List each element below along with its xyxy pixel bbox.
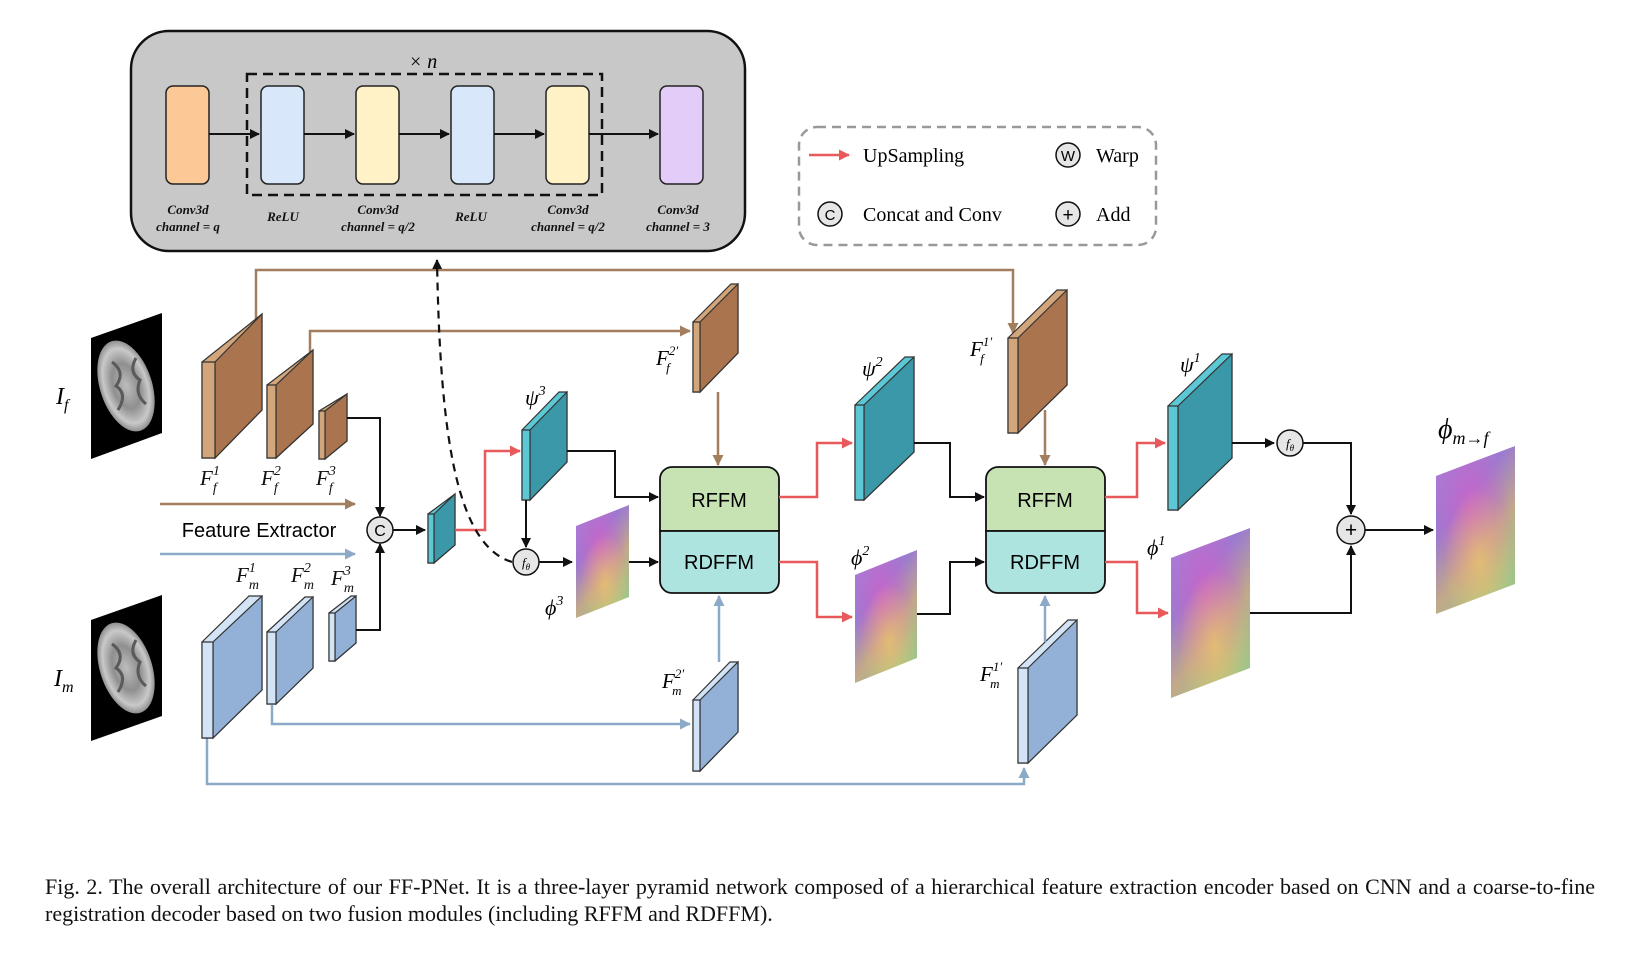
- warp-icon: [1055, 142, 1081, 168]
- feature-extractor-label: Feature Extractor: [182, 520, 337, 542]
- phi2-label: ϕ2: [851, 544, 869, 570]
- fm1p-cuboid: [1017, 618, 1078, 765]
- layer-conv3d-q2-b: [545, 85, 590, 185]
- concat-output-cuboid: [427, 492, 456, 565]
- fusion-module-2: RFFM RDFFM: [985, 466, 1106, 594]
- skip-fm2: [270, 705, 691, 730]
- legend-concat: Concat and Conv: [863, 204, 1002, 226]
- upsample-to-psi3: [455, 445, 521, 532]
- fm1-cuboid: [201, 594, 263, 740]
- ff2-cuboid: [266, 348, 314, 460]
- repeat-label: × n: [409, 51, 438, 73]
- moving-image: [91, 595, 162, 741]
- figure-caption: Fig. 2. The overall architecture of our …: [45, 874, 1595, 926]
- concat-symbol: C: [825, 207, 836, 224]
- layer-relu-2: [450, 85, 495, 185]
- fusion-module-1: RFFM RDFFM: [659, 466, 780, 594]
- ff2p-cuboid: [692, 282, 739, 394]
- layer-1-channel: channel = q: [156, 219, 220, 234]
- layer-5-name: Conv3d: [547, 202, 589, 217]
- layer-conv3d-q: [165, 85, 210, 185]
- psi1-label: ψ1: [1180, 351, 1201, 377]
- fixed-image-label: If: [55, 384, 71, 414]
- output-label: ϕm→f: [1438, 414, 1491, 448]
- rdffm-1-label: RDFFM: [684, 552, 754, 574]
- layer-relu-1: [260, 85, 305, 185]
- add-icon: [1055, 201, 1081, 227]
- rdffm-2-box: [985, 530, 1106, 594]
- ff2p-label: F2′f: [655, 343, 678, 375]
- phi2-flow-image: [855, 550, 917, 683]
- output-flow-image: [1436, 446, 1515, 614]
- ff1p-cuboid: [1007, 288, 1068, 435]
- phi3-flow-image: [576, 505, 629, 618]
- ftheta-detail-link: [432, 259, 513, 564]
- repeat-dashed-box: [245, 72, 604, 197]
- legend-upsampling: UpSampling: [863, 145, 964, 167]
- layer-conv3d-q2-a: [355, 85, 400, 185]
- layer-1-name: Conv3d: [167, 202, 209, 217]
- rdffm-1-box: [659, 530, 780, 594]
- layer-6-name: Conv3d: [657, 202, 699, 217]
- legend-add: Add: [1096, 204, 1130, 226]
- psi2-label: ψ2: [862, 355, 883, 381]
- ff3-cuboid: [318, 392, 348, 461]
- psi2-cuboid: [854, 355, 915, 502]
- conv-block-panel: × n Conv3d channel = q ReLU Conv3d chann…: [129, 29, 747, 253]
- fm1p-label: F1′m: [979, 659, 1002, 691]
- fixed-image: [91, 313, 162, 459]
- fm2p-label: F2′m: [661, 666, 684, 698]
- layer-2-name: ReLU: [266, 209, 299, 224]
- ftheta-label-3: fθ: [522, 555, 531, 572]
- concat-node-symbol: C: [374, 523, 386, 540]
- concat-icon: [817, 201, 843, 227]
- ff1-cuboid: [201, 312, 263, 460]
- warp-symbol: W: [1061, 148, 1076, 165]
- psi3-label: ψ3: [525, 384, 546, 410]
- legend-border: [797, 125, 1158, 247]
- concat-node-icon: [366, 516, 394, 544]
- psi1-cuboid: [1167, 352, 1233, 512]
- layer-3-channel: channel = q/2: [341, 219, 415, 234]
- phi1-flow-image: [1171, 528, 1250, 698]
- ftheta-label-1: fθ: [1286, 436, 1295, 453]
- skip-ff1: [254, 268, 1019, 334]
- ff1p-label: F1′f: [969, 334, 992, 366]
- skip-connections: [160, 268, 1030, 786]
- layer-4-name: ReLU: [454, 209, 487, 224]
- rdffm-2-label: RDFFM: [1010, 552, 1080, 574]
- conv-block-background: [129, 29, 747, 253]
- phi3-label: ϕ3: [545, 594, 563, 620]
- phi1-label: ϕ1: [1147, 534, 1165, 560]
- add-symbol: +: [1062, 205, 1073, 226]
- rffm-1-label: RFFM: [691, 490, 747, 512]
- fm3-cuboid: [328, 594, 357, 663]
- layer-5-channel: channel = q/2: [531, 219, 605, 234]
- rffm-2-label: RFFM: [1017, 490, 1073, 512]
- fm2p-cuboid: [692, 660, 739, 773]
- skip-fm1: [205, 738, 1030, 786]
- layer-3-name: Conv3d: [357, 202, 399, 217]
- concat-inputs: [347, 417, 426, 631]
- add-node-symbol: +: [1345, 519, 1357, 542]
- skip-ff2: [308, 325, 691, 352]
- layer-conv3d-3: [659, 85, 704, 185]
- layer-6-channel: channel = 3: [646, 219, 710, 234]
- psi3-cuboid: [521, 390, 568, 502]
- fm2-cuboid: [266, 595, 314, 706]
- legend-warp: Warp: [1096, 145, 1139, 167]
- legend: UpSampling W Warp C Concat and Conv + Ad…: [797, 125, 1158, 247]
- moving-image-label: Im: [53, 666, 74, 696]
